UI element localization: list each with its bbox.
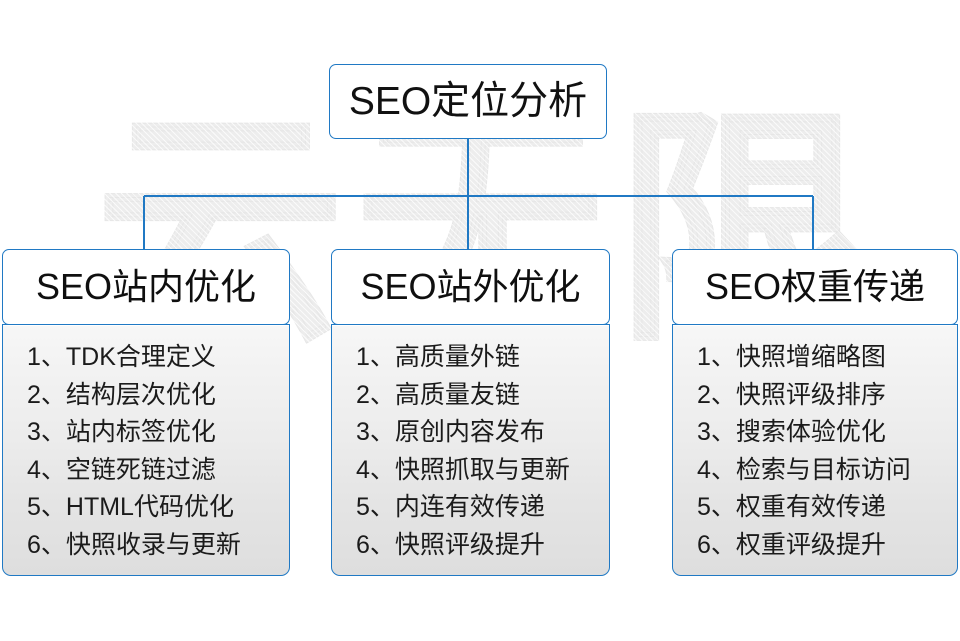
list-item: 6、快照收录与更新 <box>27 530 241 559</box>
branch-item-list-3: 1、快照增缩略图 2、快照评级排序 3、搜索体验优化 4、检索与目标访问 5、权… <box>673 339 957 564</box>
branch-body-3: 1、快照增缩略图 2、快照评级排序 3、搜索体验优化 4、检索与目标访问 5、权… <box>672 324 958 576</box>
list-item: 2、结构层次优化 <box>27 380 216 409</box>
list-item: 6、快照评级提升 <box>356 530 545 559</box>
branch-body-1: 1、TDK合理定义 2、结构层次优化 3、站内标签优化 4、空链死链过滤 5、H… <box>2 324 290 576</box>
branch-column-1: SEO站内优化 1、TDK合理定义 2、结构层次优化 3、站内标签优化 4、空链… <box>2 249 290 576</box>
list-item: 4、检索与目标访问 <box>697 455 911 484</box>
list-item: 4、空链死链过滤 <box>27 455 216 484</box>
list-item: 2、快照评级排序 <box>697 380 886 409</box>
branch-columns: SEO站内优化 1、TDK合理定义 2、结构层次优化 3、站内标签优化 4、空链… <box>0 249 960 584</box>
root-node-label: SEO定位分析 <box>348 79 588 123</box>
branch-item-list-2: 1、高质量外链 2、高质量友链 3、原创内容发布 4、快照抓取与更新 5、内连有… <box>332 339 609 564</box>
list-item: 1、TDK合理定义 <box>27 343 216 371</box>
branch-body-2: 1、高质量外链 2、高质量友链 3、原创内容发布 4、快照抓取与更新 5、内连有… <box>331 324 610 576</box>
branch-header-3[interactable]: SEO权重传递 <box>672 249 958 325</box>
list-item: 5、HTML代码优化 <box>27 493 234 521</box>
list-item: 2、高质量友链 <box>356 380 520 409</box>
branch-header-label-2: SEO站外优化 <box>360 266 581 307</box>
branch-header-label-3: SEO权重传递 <box>704 266 926 307</box>
branch-header-label-1: SEO站内优化 <box>35 266 257 307</box>
list-item: 6、权重评级提升 <box>697 530 886 559</box>
list-item: 3、搜索体验优化 <box>697 418 886 446</box>
list-item: 5、权重有效传递 <box>697 493 886 521</box>
list-item: 3、原创内容发布 <box>356 418 545 446</box>
list-item: 3、站内标签优化 <box>27 418 216 446</box>
branch-header-1[interactable]: SEO站内优化 <box>2 249 290 325</box>
branch-column-3: SEO权重传递 1、快照增缩略图 2、快照评级排序 3、搜索体验优化 4、检索与… <box>672 249 958 576</box>
list-item: 4、快照抓取与更新 <box>356 455 570 484</box>
list-item: 1、高质量外链 <box>356 343 520 371</box>
branch-column-2: SEO站外优化 1、高质量外链 2、高质量友链 3、原创内容发布 4、快照抓取与… <box>331 249 610 576</box>
branch-item-list-1: 1、TDK合理定义 2、结构层次优化 3、站内标签优化 4、空链死链过滤 5、H… <box>3 339 289 564</box>
list-item: 5、内连有效传递 <box>356 493 545 521</box>
root-node[interactable]: SEO定位分析 <box>329 64 607 139</box>
branch-header-2[interactable]: SEO站外优化 <box>331 249 610 325</box>
list-item: 1、快照增缩略图 <box>697 343 886 371</box>
